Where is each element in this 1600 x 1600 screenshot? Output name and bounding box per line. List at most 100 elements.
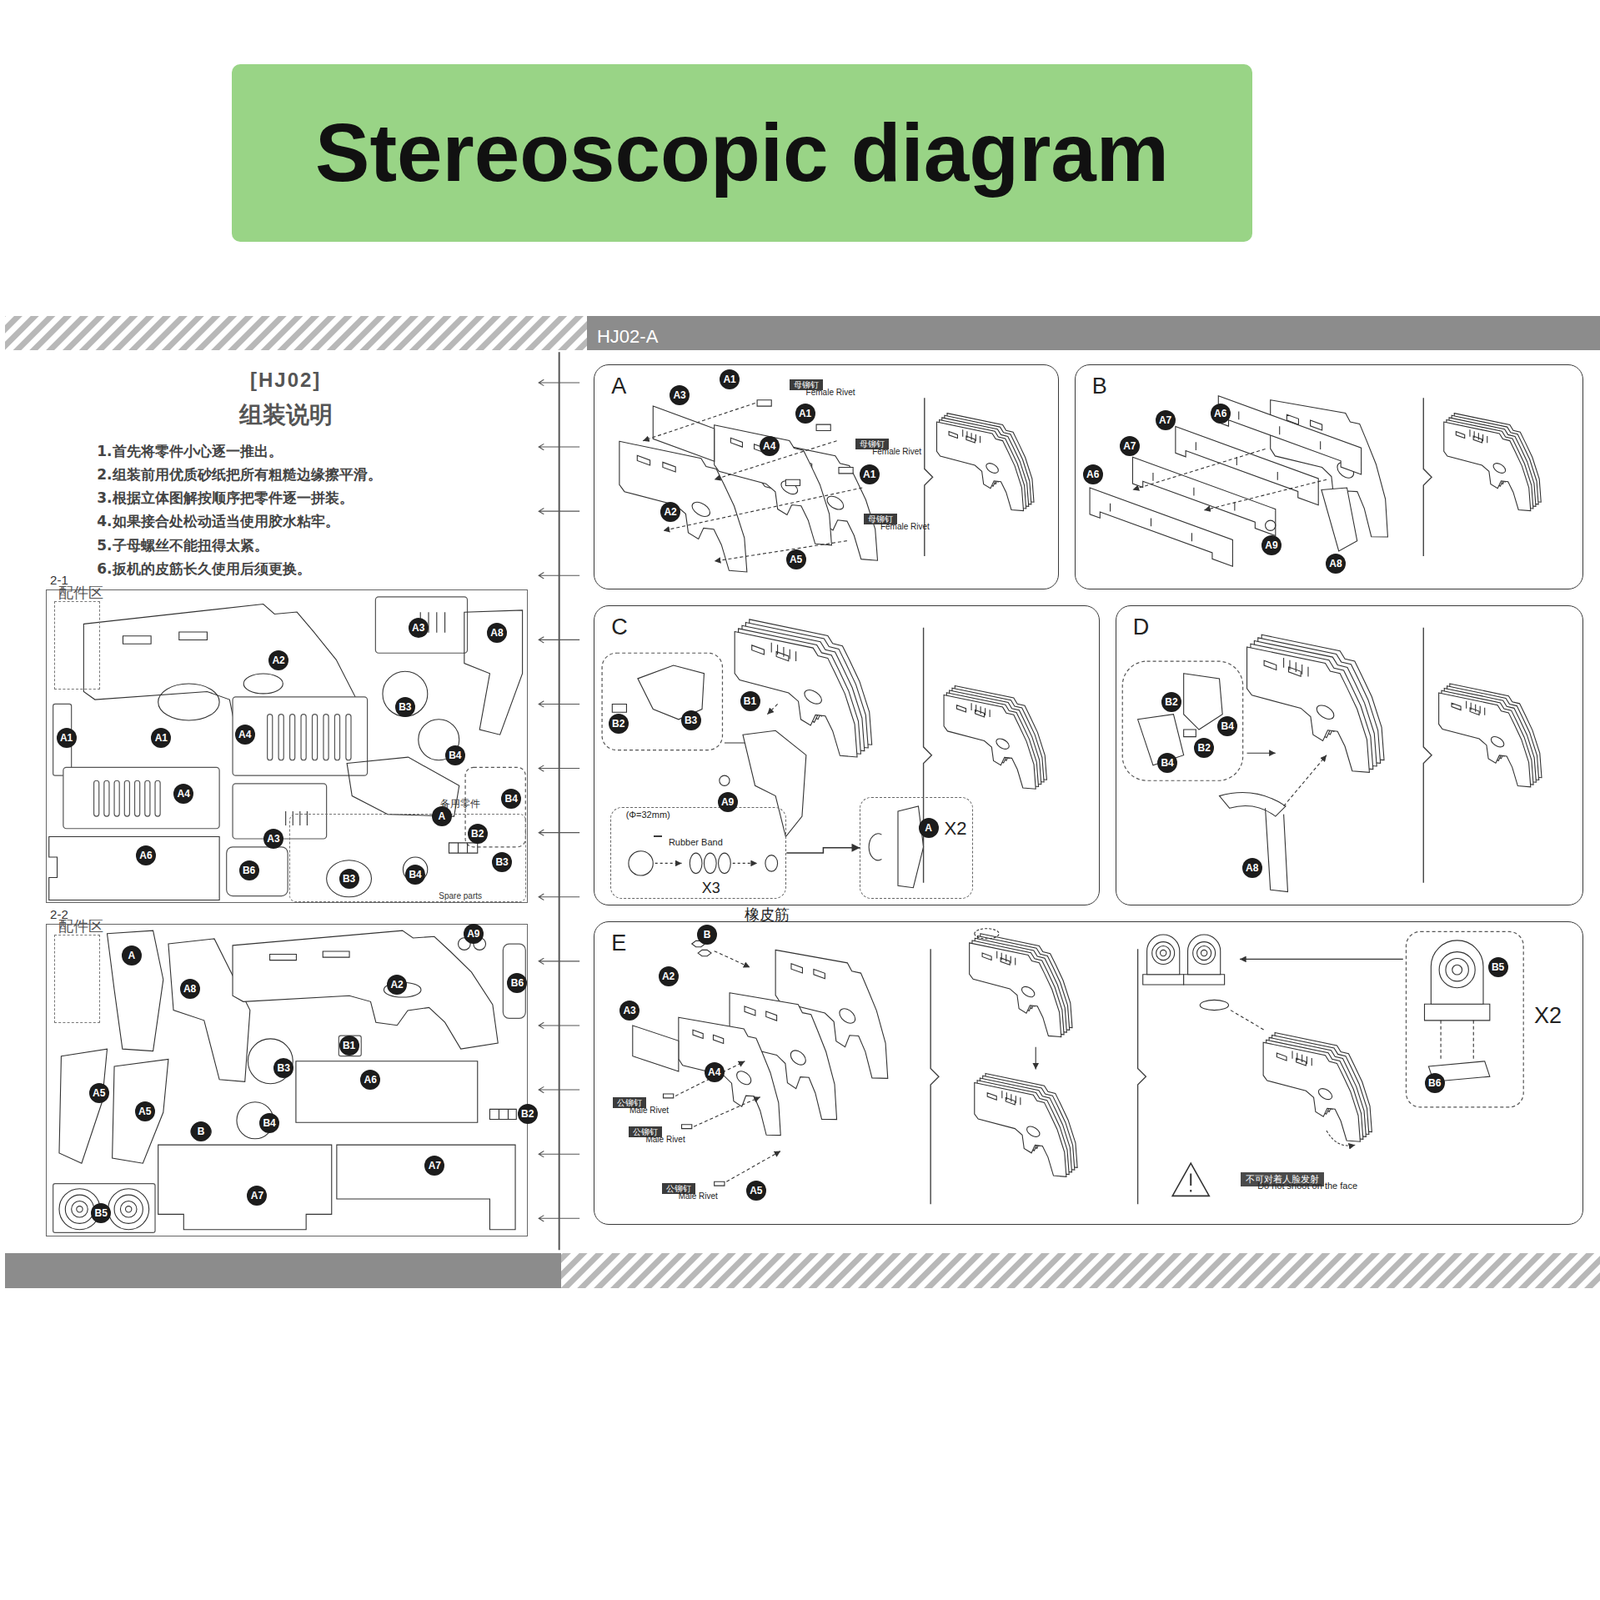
part-a7 (336, 1144, 516, 1230)
callout-number: A7 (424, 1155, 445, 1176)
rib (1311, 1058, 1313, 1066)
rivet-tag: Female Rivet母铆钉 (863, 513, 898, 525)
parts-sheet: 2-2配件区 (45, 923, 528, 1238)
callout-number: B3 (395, 697, 416, 718)
step-separator (930, 948, 939, 1204)
instruction-line: 6.扳机的皮筋长久使用后须更换。 (96, 558, 311, 578)
plate-outline (1439, 683, 1531, 791)
detail-box (601, 652, 723, 750)
plate-outline (1270, 386, 1389, 543)
callout-number: A6 (135, 845, 156, 866)
rib (1010, 956, 1012, 964)
male-rivet (682, 1124, 693, 1129)
label-anchor: B4 (445, 745, 466, 766)
callout-number: B4 (445, 745, 466, 766)
callout-number: A9 (1261, 535, 1282, 556)
part-trigger (742, 730, 807, 837)
detail-box (1122, 661, 1243, 781)
plate-slot (692, 1027, 724, 1046)
part-b6 (226, 847, 288, 897)
gun-plate (974, 1073, 1067, 1180)
gun-plate (943, 685, 1036, 793)
rib (795, 651, 797, 662)
plate-slot (636, 452, 676, 475)
rib (980, 706, 982, 714)
rib (1006, 1092, 1008, 1100)
rib (1001, 952, 1003, 961)
slide-ribs (997, 951, 1016, 966)
rib (1474, 431, 1475, 438)
callout-number: B4 (1217, 716, 1238, 737)
part-hole (158, 683, 220, 721)
callout-number: B1 (339, 1035, 360, 1056)
label-anchor: A (121, 945, 142, 966)
trigger-hole (1316, 702, 1335, 722)
rivet-tag: Male Rivet公铆钉 (662, 1183, 696, 1194)
label-anchor: 3.根据立体图解按顺序把零件逐一拼装。 (96, 488, 353, 508)
target-base (1424, 1003, 1490, 1021)
part-slot (104, 780, 110, 817)
plate-slot (1263, 657, 1301, 679)
part-a9 (1265, 520, 1276, 531)
label-anchor: X2 (1534, 1002, 1562, 1029)
slide-ribs (1292, 1051, 1312, 1067)
band-loop (703, 852, 717, 873)
callout-number: B3 (491, 852, 512, 873)
part-slot (124, 780, 130, 817)
step-separator (1138, 948, 1147, 1204)
label-anchor: 组装说明 (239, 399, 333, 432)
shot-line (1230, 1010, 1266, 1031)
target-base (1143, 974, 1184, 985)
part-b2 (489, 1108, 517, 1119)
rib (782, 647, 784, 658)
label-anchor: B4 (259, 1113, 280, 1134)
sequence-arrow (1035, 1047, 1037, 1070)
rib (996, 951, 998, 959)
slide-slot (1238, 411, 1321, 450)
label-anchor: B6 (1424, 1073, 1445, 1094)
male-rivet (663, 1093, 674, 1099)
assembly-line (1203, 479, 1327, 511)
callout-number: A7 (246, 1185, 267, 1206)
tick-mark (538, 443, 580, 450)
part-b1 (338, 1035, 362, 1056)
callout-number: B2 (1161, 692, 1182, 713)
label-anchor: A2 (658, 966, 679, 987)
rivet (757, 400, 772, 407)
callout-number: A4 (235, 724, 256, 745)
target-ring (1200, 949, 1207, 956)
gun-plate (969, 933, 1062, 1041)
target-board (1147, 934, 1180, 975)
callout-number: A6 (1210, 403, 1231, 424)
callout-number: A6 (360, 1069, 381, 1090)
rib (971, 702, 973, 711)
rib (979, 436, 981, 443)
label-anchor: B2 (608, 713, 629, 734)
label-anchor: B5 (1488, 957, 1509, 978)
callout-number: A4 (759, 436, 780, 457)
gun-plate (1247, 634, 1370, 778)
target-ring (120, 1200, 137, 1218)
target-ring (1452, 964, 1463, 975)
label-anchor: HJ02-A (596, 326, 658, 348)
rib (1291, 1051, 1293, 1059)
slide-ribs (1469, 429, 1488, 443)
step-letter: C (611, 614, 628, 641)
label-anchor: A1 (150, 727, 171, 748)
callout-number: A5 (135, 1101, 156, 1122)
pull-arrow (1326, 1130, 1355, 1146)
callout-number: A8 (1325, 553, 1346, 574)
rib (984, 707, 986, 716)
callout-number: B3 (273, 1058, 294, 1079)
label-anchor: A (431, 806, 452, 827)
part-a8 (464, 610, 523, 735)
label-anchor: A7 (1119, 436, 1140, 457)
rib (1482, 434, 1484, 442)
tick-mark (538, 893, 580, 900)
part-slot (114, 780, 120, 817)
band-arrow (732, 862, 758, 864)
target-ring (114, 1194, 143, 1224)
label-anchor: B3 (339, 868, 360, 889)
callout-number: B4 (405, 864, 426, 885)
plate-slot (1451, 701, 1480, 718)
